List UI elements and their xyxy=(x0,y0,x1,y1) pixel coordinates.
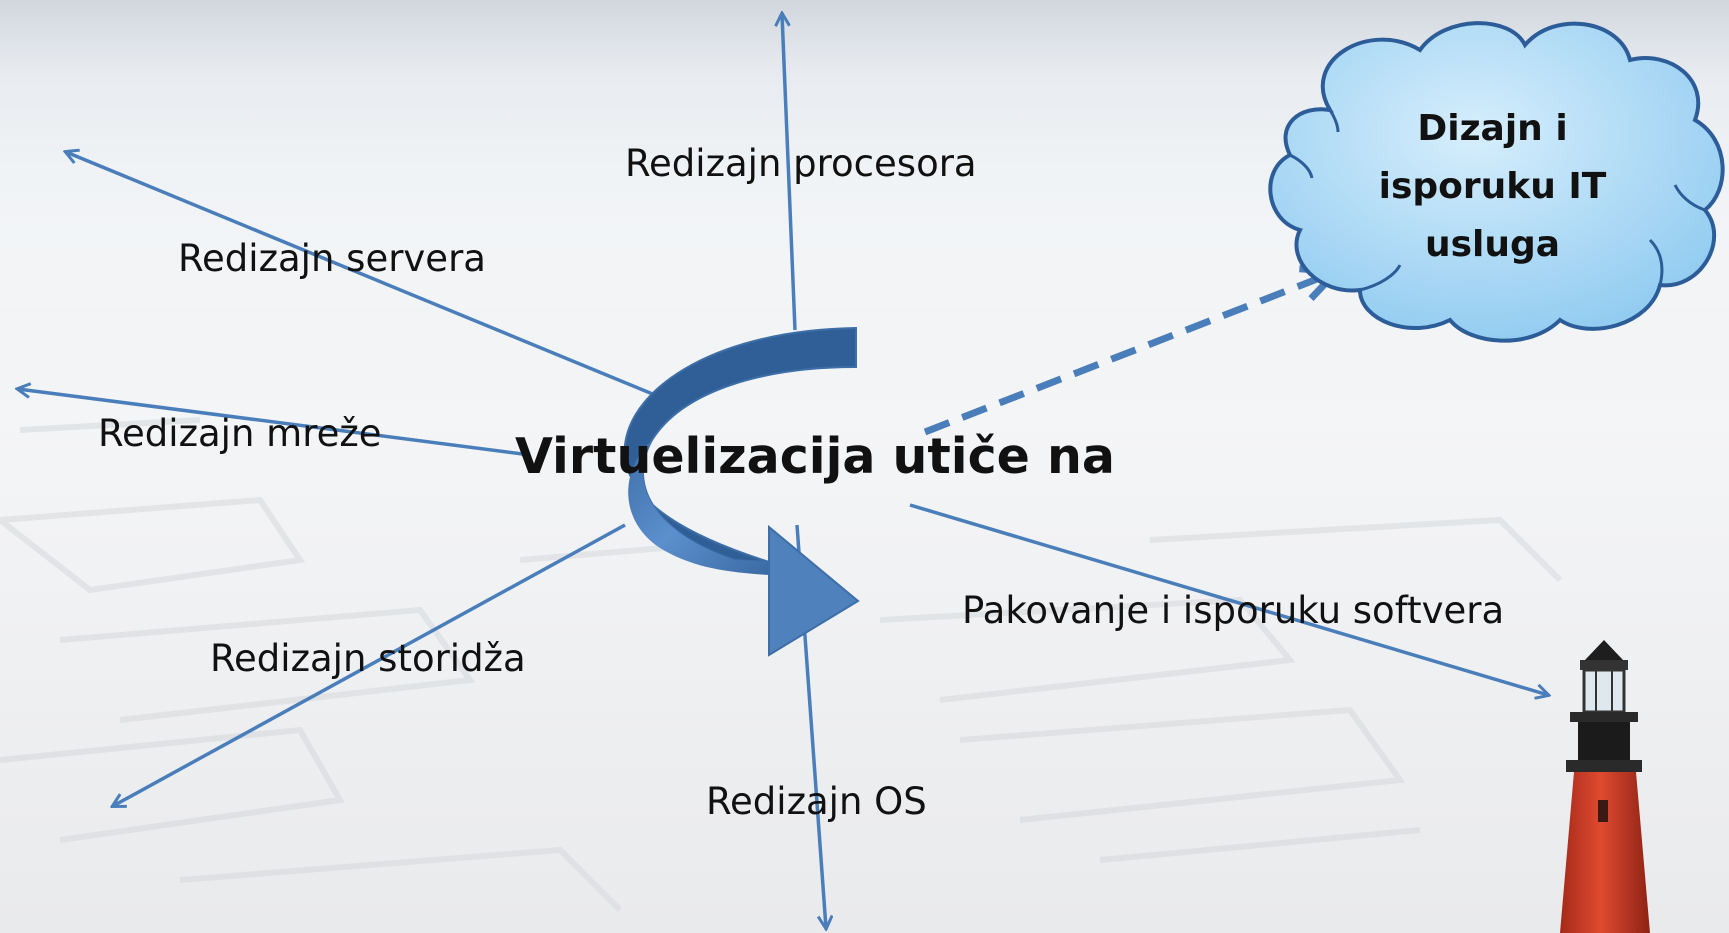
arrow-softver xyxy=(909,503,1548,695)
cloud-line-3: usluga xyxy=(1424,224,1561,265)
lighthouse-image xyxy=(1560,640,1650,933)
arrow-procesor xyxy=(782,14,797,331)
arrow-mreza xyxy=(18,389,531,457)
arrow-storidz xyxy=(113,523,626,806)
label-softver: Pakovanje i isporuku softvera xyxy=(962,589,1505,632)
cloud-line-1: Dizajn i xyxy=(1417,108,1568,149)
cloud-text: Dizajn i isporuku IT usluga xyxy=(1355,100,1630,274)
label-os: Redizajn OS xyxy=(706,780,927,823)
label-server: Redizajn servera xyxy=(178,237,486,280)
cloud-line-2: isporuku IT xyxy=(1378,166,1607,207)
arrow-server xyxy=(66,152,656,397)
label-procesor: Redizajn procesora xyxy=(625,142,977,185)
center-title: Virtuelizacija utiče na xyxy=(515,428,1115,485)
label-storidz: Redizajn storidža xyxy=(210,637,526,680)
curved-arrow-shape xyxy=(623,326,860,657)
cloud-shape xyxy=(1268,21,1725,343)
label-mreza: Redizajn mreže xyxy=(98,412,382,455)
dashed-arrow-cloud xyxy=(923,272,1335,436)
